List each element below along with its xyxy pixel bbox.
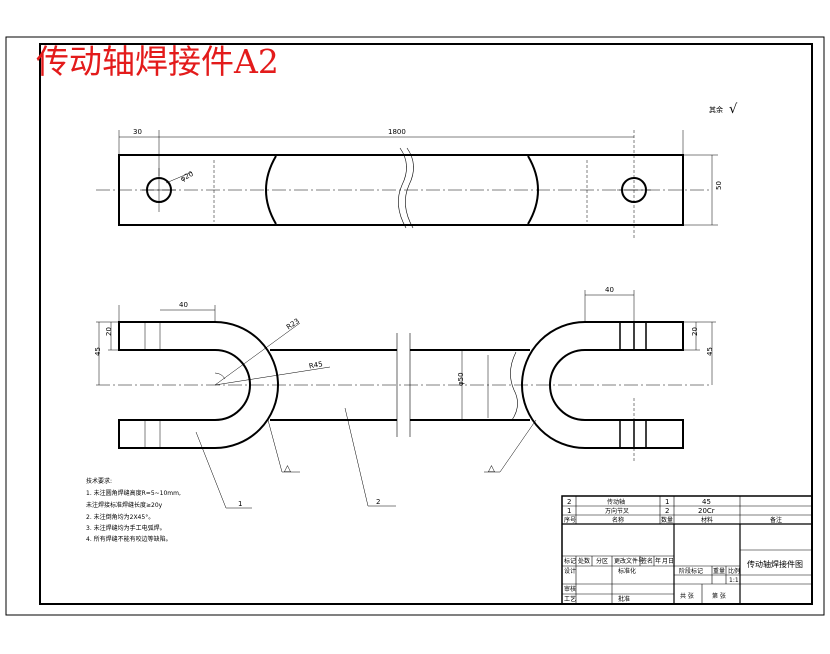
part-no: 2 <box>567 498 571 506</box>
sheet-no: 第 张 <box>712 592 726 600</box>
row-label: 年 <box>655 557 661 565</box>
part-material: 20Cr <box>698 507 715 515</box>
header-remark: 备注 <box>770 516 782 524</box>
dim-radius-outer: R23 <box>285 317 301 331</box>
weld-symbol-left: △ <box>284 464 291 474</box>
front-view: R23 R45 40 20 45 40 20 45 φ50 △ <box>94 286 716 509</box>
row-label: 处数 <box>578 557 590 565</box>
note-line: 未注焊接标准焊缝长度≥20y <box>86 501 163 509</box>
drawing-title: 传动轴焊接件A2 <box>36 42 279 81</box>
dim-right-opening: 45 <box>706 347 714 356</box>
scale-value: 1:1 <box>729 577 739 584</box>
dim-left-opening: 45 <box>94 347 102 356</box>
title-block-text: 2 传动轴 1 45 1 万向节叉 2 20Cr 序号 名称 数量 材料 备注 … <box>564 498 803 603</box>
note-line: 1. 未注圆角焊缝高度R=5~10mm, <box>86 489 181 497</box>
dim-left-thk: 20 <box>105 327 113 336</box>
surface-finish-note: 其余 <box>709 105 723 114</box>
surface-finish-symbol: √ <box>729 102 738 117</box>
dim-shaft-dia: φ50 <box>457 372 465 386</box>
approve-label: 批准 <box>618 595 630 603</box>
top-view: 30 1800 φ20 50 <box>96 128 723 240</box>
row-label: 标记 <box>564 557 576 565</box>
standard-label: 标准化 <box>618 567 636 575</box>
outer-border <box>5 36 825 616</box>
part-name: 传动轴 <box>607 498 625 506</box>
dim-radius-inner: R45 <box>308 360 323 370</box>
row-label: 日 <box>668 558 674 565</box>
balloon-2: 2 <box>376 498 380 506</box>
part-name: 万向节叉 <box>605 507 629 515</box>
row-label: 分区 <box>596 557 608 565</box>
notes-title: 技术要求: <box>86 477 112 485</box>
row-label: 更改文件号 <box>614 557 644 565</box>
part-no: 1 <box>567 507 571 515</box>
title-block <box>561 495 813 605</box>
top-view-body <box>118 154 684 226</box>
dim-right-width: 40 <box>605 286 614 294</box>
weld-symbol-right: △ <box>488 464 495 474</box>
header-material: 材料 <box>701 516 713 524</box>
header-no: 序号 <box>564 516 576 524</box>
part-qty: 1 <box>665 498 669 506</box>
designer-label: 设计 <box>564 567 576 575</box>
technical-notes: 技术要求: 1. 未注圆角焊缝高度R=5~10mm, 未注焊接标准焊缝长度≥20… <box>86 477 181 543</box>
note-line: 3. 未注焊缝均为手工电弧焊。 <box>86 524 166 532</box>
stage-label: 阶段标记 <box>679 567 703 575</box>
dim-height: 50 <box>715 181 723 190</box>
note-line: 2. 未注倒角均为2X45°。 <box>86 513 154 521</box>
part-material: 45 <box>702 498 711 506</box>
row-label: 签名 <box>641 557 653 565</box>
drawing-name: 传动轴焊接件图 <box>747 559 803 569</box>
header-qty: 数量 <box>661 516 673 524</box>
sheet-total: 共 张 <box>680 592 694 600</box>
inner-border <box>39 43 813 605</box>
dim-left-width: 40 <box>179 301 188 309</box>
dim-hole-dia: φ20 <box>179 170 195 183</box>
dim-length: 1800 <box>388 128 406 136</box>
balloon-1: 1 <box>238 500 242 508</box>
process-label: 工艺 <box>564 595 576 603</box>
scale-label: 比例 <box>728 567 740 575</box>
note-line: 4. 所有焊缝不能有咬边等缺陷。 <box>86 535 172 543</box>
review-label: 审核 <box>564 585 576 593</box>
part-qty: 2 <box>665 507 669 515</box>
header-name: 名称 <box>612 516 624 524</box>
dim-offset: 30 <box>133 128 142 136</box>
row-label: 月 <box>662 558 668 565</box>
dim-right-thk: 20 <box>691 327 699 336</box>
weight-label: 重量 <box>713 567 725 575</box>
